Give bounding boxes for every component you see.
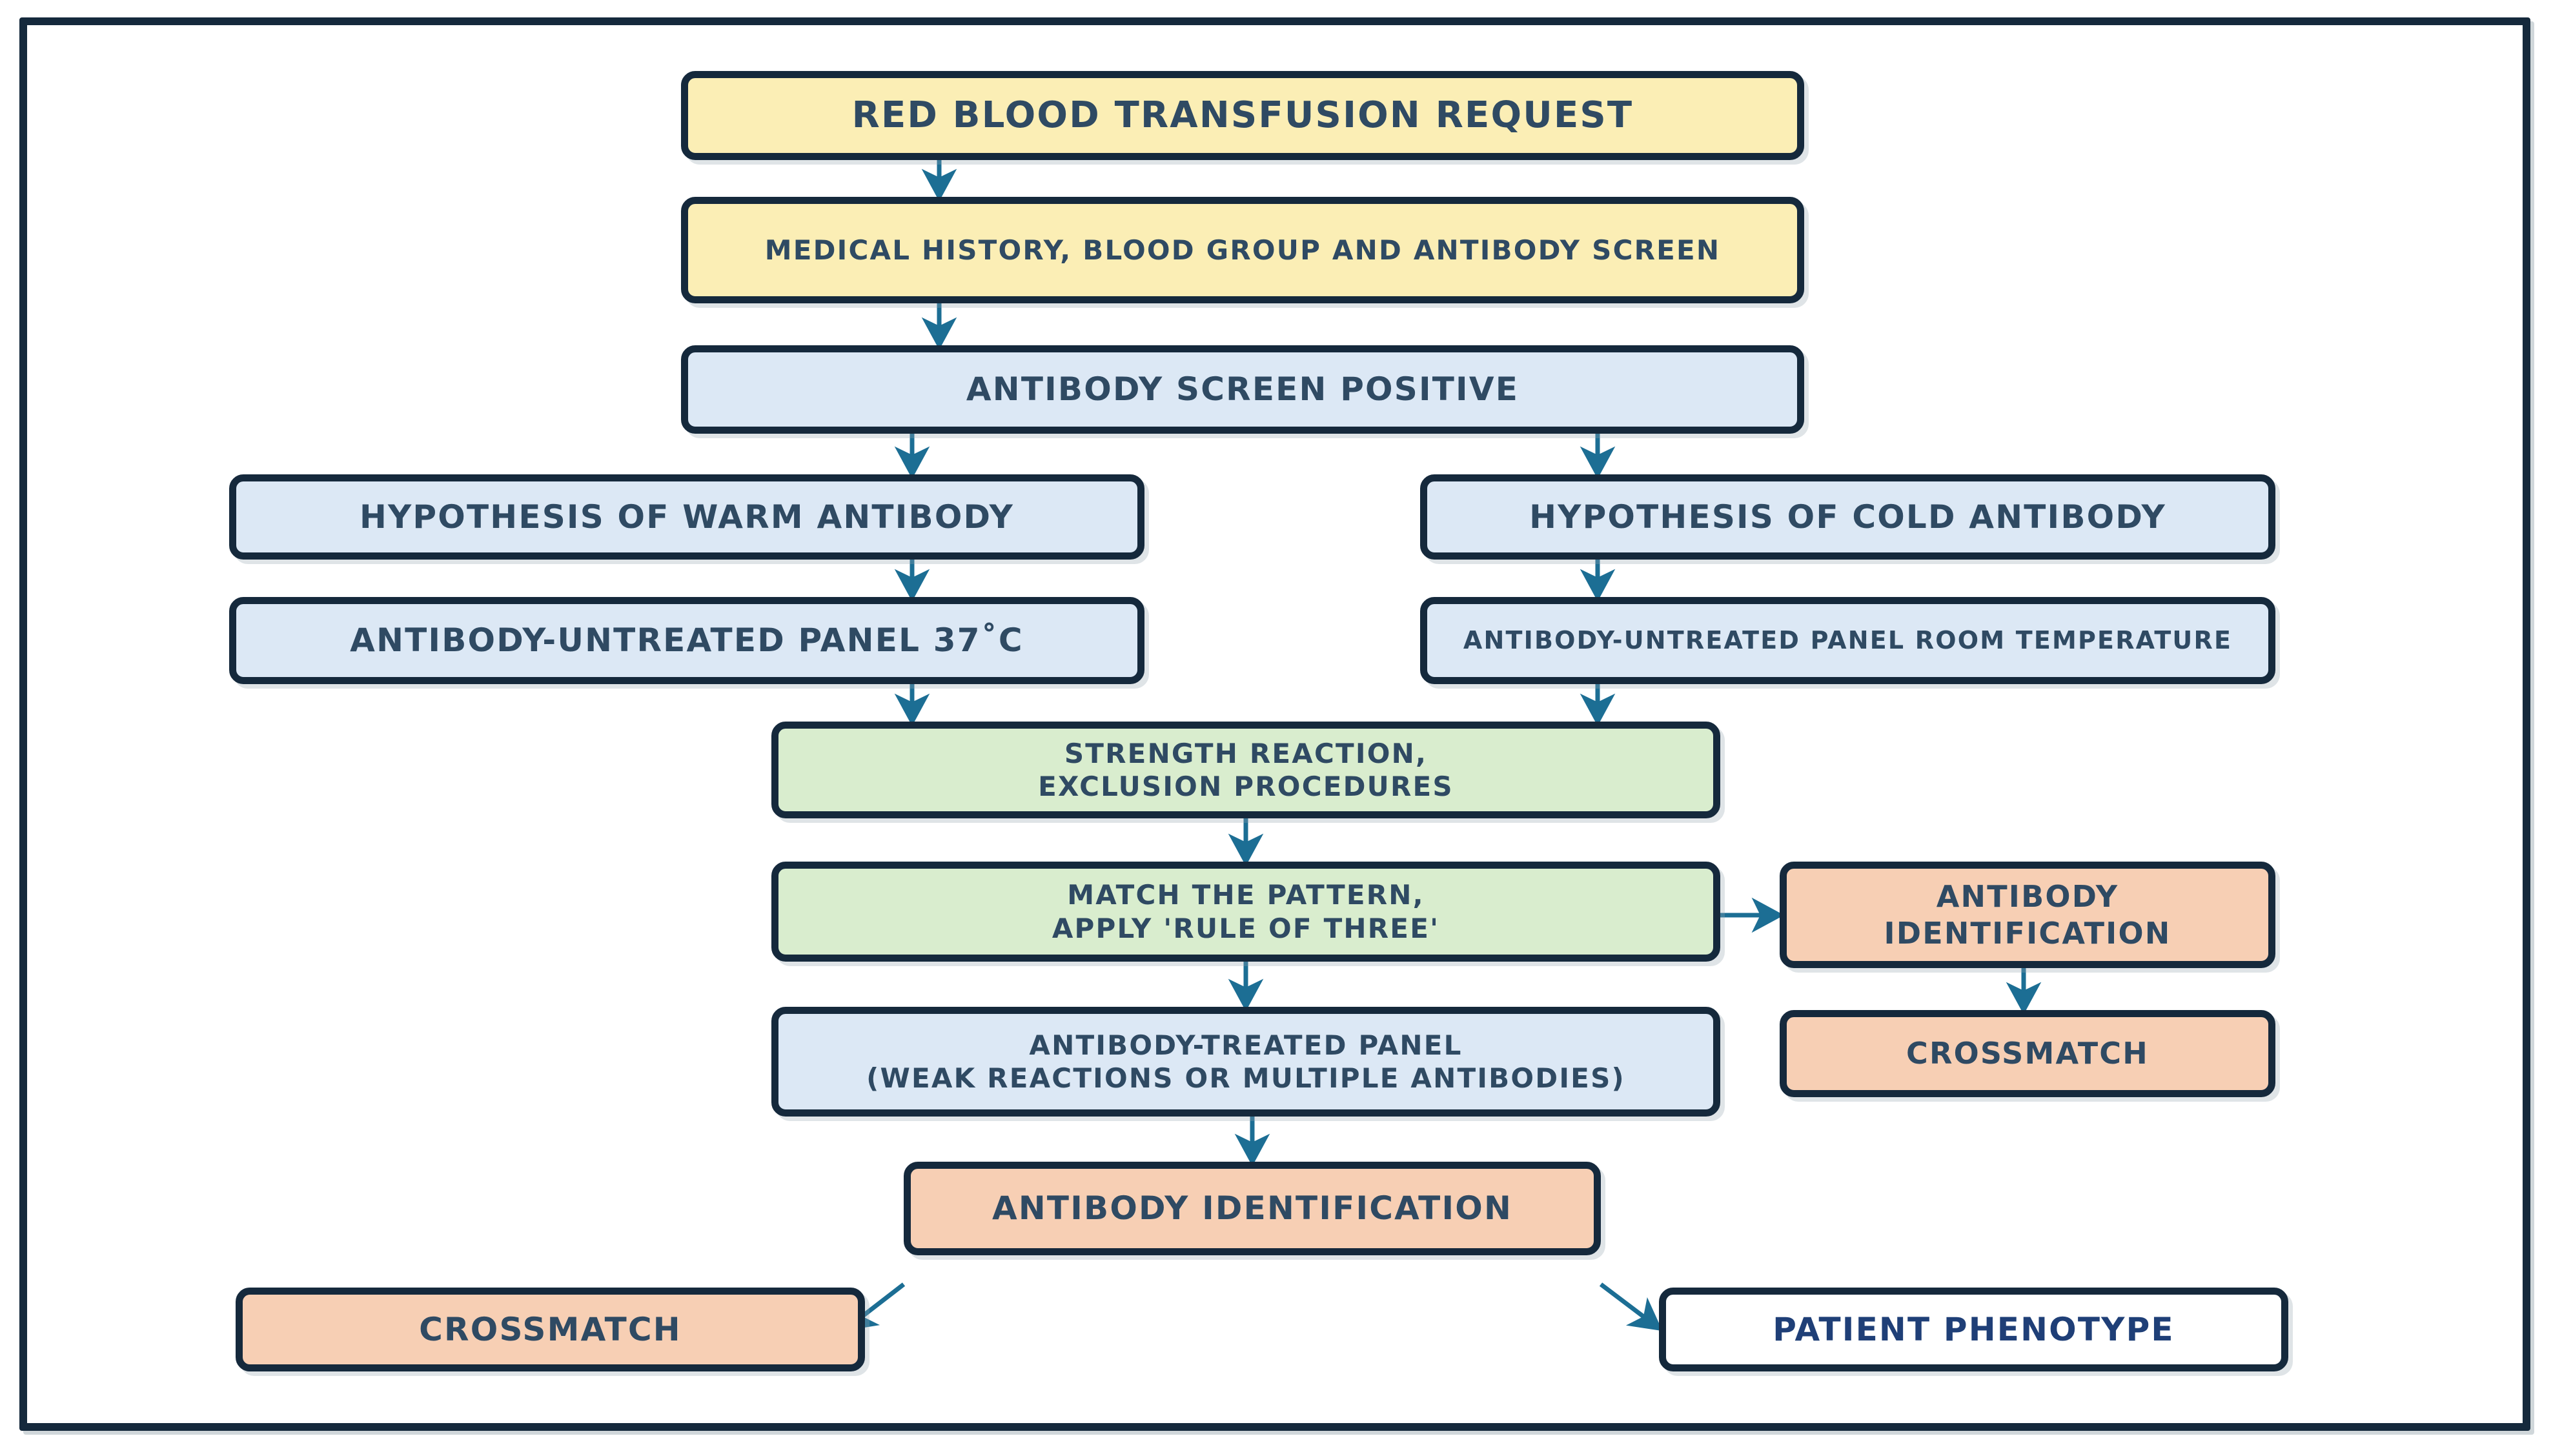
node-label-line2: EXCLUSION PROCEDURES bbox=[1038, 771, 1454, 802]
node-strength-reaction[interactable]: STRENGTH REACTION, EXCLUSION PROCEDURES bbox=[771, 722, 1720, 818]
node-label: HYPOTHESIS OF WARM ANTIBODY bbox=[359, 498, 1014, 536]
node-label-line2: (WEAK REACTIONS OR MULTIPLE ANTIBODIES) bbox=[866, 1062, 1625, 1094]
node-medical-history[interactable]: MEDICAL HISTORY, BLOOD GROUP AND ANTIBOD… bbox=[681, 197, 1804, 303]
node-label: HYPOTHESIS OF COLD ANTIBODY bbox=[1529, 498, 2166, 536]
node-label-line1: ANTIBODY bbox=[1936, 879, 2119, 915]
node-label: CROSSMATCH bbox=[419, 1310, 682, 1348]
node-hypothesis-cold-antibody[interactable]: HYPOTHESIS OF COLD ANTIBODY bbox=[1420, 474, 2275, 560]
node-patient-phenotype[interactable]: PATIENT PHENOTYPE bbox=[1659, 1288, 2288, 1371]
node-antibody-treated-panel[interactable]: ANTIBODY-TREATED PANEL (WEAK REACTIONS O… bbox=[771, 1007, 1720, 1117]
node-crossmatch-bottom[interactable]: CROSSMATCH bbox=[236, 1288, 865, 1371]
node-label: ANTIBODY-UNTREATED PANEL 37˚C bbox=[350, 622, 1024, 659]
node-crossmatch-right[interactable]: CROSSMATCH bbox=[1780, 1010, 2275, 1097]
node-antibody-identification-right[interactable]: ANTIBODY IDENTIFICATION bbox=[1780, 862, 2275, 968]
node-label: CROSSMATCH bbox=[1906, 1036, 2149, 1071]
node-label-line1: MATCH THE PATTERN, bbox=[1067, 879, 1425, 911]
node-antibody-screen-positive[interactable]: ANTIBODY SCREEN POSITIVE bbox=[681, 345, 1804, 434]
node-label: RED BLOOD TRANSFUSION REQUEST bbox=[851, 94, 1634, 136]
node-antibody-untreated-panel-room-temperature[interactable]: ANTIBODY-UNTREATED PANEL ROOM TEMPERATUR… bbox=[1420, 597, 2275, 684]
node-label: ANTIBODY-UNTREATED PANEL ROOM TEMPERATUR… bbox=[1463, 626, 2233, 655]
node-label-line1: ANTIBODY-TREATED PANEL bbox=[1029, 1029, 1463, 1061]
node-label: ANTIBODY SCREEN POSITIVE bbox=[966, 370, 1520, 408]
node-red-blood-transfusion-request[interactable]: RED BLOOD TRANSFUSION REQUEST bbox=[681, 71, 1804, 160]
node-label-line2: APPLY 'RULE OF THREE' bbox=[1052, 912, 1440, 944]
node-hypothesis-warm-antibody[interactable]: HYPOTHESIS OF WARM ANTIBODY bbox=[229, 474, 1144, 560]
node-label: ANTIBODY IDENTIFICATION bbox=[991, 1189, 1513, 1227]
node-antibody-identification-bottom[interactable]: ANTIBODY IDENTIFICATION bbox=[904, 1162, 1601, 1255]
node-antibody-untreated-panel-37c[interactable]: ANTIBODY-UNTREATED PANEL 37˚C bbox=[229, 597, 1144, 684]
node-label: PATIENT PHENOTYPE bbox=[1773, 1310, 2175, 1348]
node-label-line2: IDENTIFICATION bbox=[1884, 915, 2171, 951]
node-label-line1: STRENGTH REACTION, bbox=[1064, 737, 1428, 769]
node-match-the-pattern[interactable]: MATCH THE PATTERN, APPLY 'RULE OF THREE' bbox=[771, 862, 1720, 962]
node-label: MEDICAL HISTORY, BLOOD GROUP AND ANTIBOD… bbox=[764, 234, 1721, 266]
